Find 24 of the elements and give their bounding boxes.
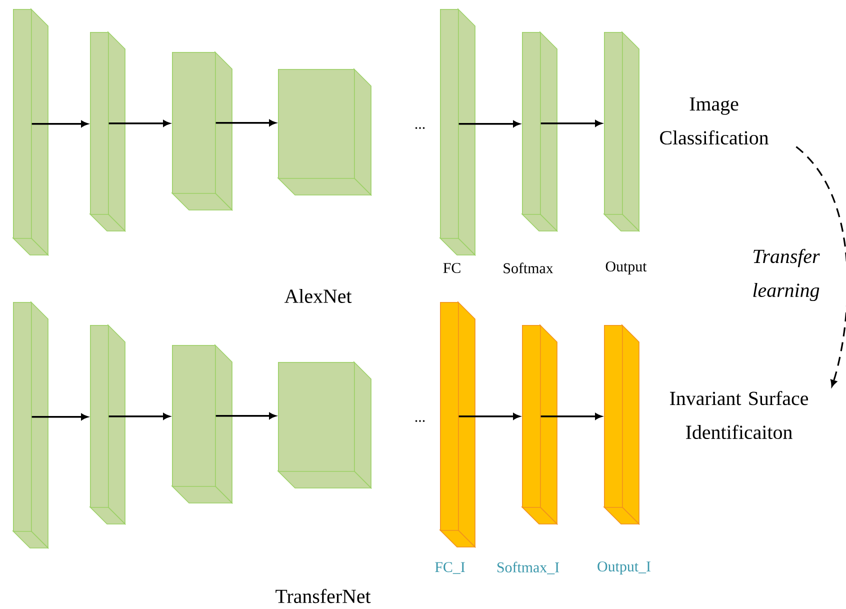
network-name: AlexNet [284, 288, 352, 303]
layer-label: Softmax [504, 262, 554, 274]
arrow [458, 413, 520, 420]
layer-label: FC [443, 262, 460, 273]
arrow [32, 414, 88, 420]
edge-label: Transfer learning [753, 248, 820, 302]
layer-label: Output [606, 261, 647, 275]
arrow [540, 120, 602, 127]
task-label: Image Classification [660, 97, 768, 145]
network-name: TransferNet [276, 588, 371, 604]
curved-arrow [796, 146, 846, 387]
ellipsis: ... [415, 127, 425, 129]
arrow [32, 120, 88, 128]
arrow [458, 120, 520, 128]
layer-label: Softmax_I [497, 562, 560, 574]
task-label: Invariant Surface Identificaiton [670, 390, 808, 440]
arrow [216, 120, 276, 126]
arrow [108, 120, 170, 127]
ellipsis: ... [415, 420, 425, 422]
arrow [540, 413, 602, 420]
layer-label: FC_I [435, 562, 465, 574]
arrow [108, 413, 170, 420]
layer-label: Output_I [598, 561, 650, 575]
arrow [216, 412, 276, 420]
